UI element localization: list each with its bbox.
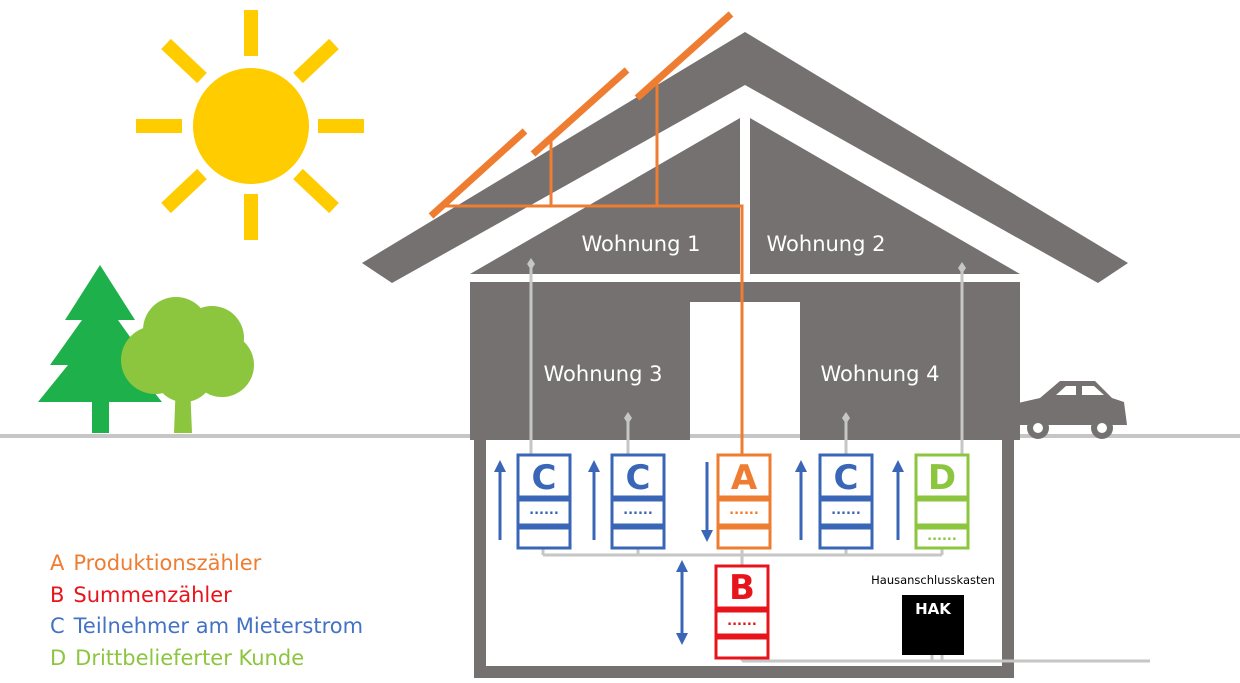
flow-arrows [494, 460, 904, 645]
meter-c-3 [818, 453, 874, 550]
hak-caption: Hausanschlusskasten [871, 573, 995, 587]
meter-c-3-letter: C [834, 458, 859, 498]
basement-wall [474, 438, 1014, 678]
sun-icon [136, 10, 364, 240]
meter-b-display: ...... [727, 614, 757, 629]
legend-letter: B [50, 582, 65, 607]
meter-a-letter: A [731, 458, 758, 498]
attic-right [750, 118, 1020, 274]
meter-c-1-display: ...... [529, 503, 559, 518]
solar-panel-icon [428, 11, 734, 219]
meter-c-2 [610, 453, 666, 550]
legend-item-a: A Produktionszähler [50, 548, 363, 580]
legend-letter: D [50, 645, 67, 670]
legend-letter: C [50, 614, 65, 638]
apartment-3-block [470, 282, 690, 440]
house-roof [362, 32, 1128, 283]
attic-left [470, 118, 740, 274]
legend-text: Summenzähler [73, 582, 232, 607]
meter-a-display: ...... [729, 503, 759, 518]
apartment-1-label: Wohnung 1 [582, 232, 701, 256]
meter-b [714, 564, 770, 660]
hak-box [902, 595, 964, 655]
meter-c-2-display: ...... [623, 503, 653, 518]
apartment-4-label: Wohnung 4 [821, 362, 940, 386]
apartment-feeds [527, 258, 1150, 663]
apartment-2-label: Wohnung 2 [767, 232, 886, 256]
apartment-4-block [800, 282, 1020, 440]
meter-c-1 [516, 453, 572, 550]
legend-item-d: D Drittbelieferter Kunde [50, 643, 363, 675]
meter-b-letter: B [729, 568, 755, 608]
hak-label: HAK [915, 600, 952, 618]
legend-text: Produktionszähler [73, 551, 262, 575]
apartment-3-label: Wohnung 3 [544, 362, 663, 386]
meter-c-3-display: ...... [831, 503, 861, 518]
car-icon [1018, 381, 1127, 439]
meter-c-1-letter: C [532, 458, 557, 498]
meter-d-letter: D [928, 458, 956, 498]
meter-d [914, 453, 970, 550]
legend: A Produktionszähler B Summenzähler C Teilne… [50, 548, 363, 674]
legend-item-c: C Teilnehmer am Mieterstrom [50, 611, 363, 643]
legend-letter: A [50, 551, 65, 575]
meter-d-display: ...... [927, 529, 957, 544]
legend-text: Teilnehmer am Mieterstrom [73, 614, 364, 638]
legend-item-b: B Summenzähler [50, 580, 363, 612]
tree-icon [121, 297, 254, 433]
legend-text: Drittbelieferter Kunde [75, 645, 305, 670]
pv-wiring [438, 80, 744, 455]
meter-c-2-letter: C [626, 458, 651, 498]
meter-a [716, 453, 772, 550]
